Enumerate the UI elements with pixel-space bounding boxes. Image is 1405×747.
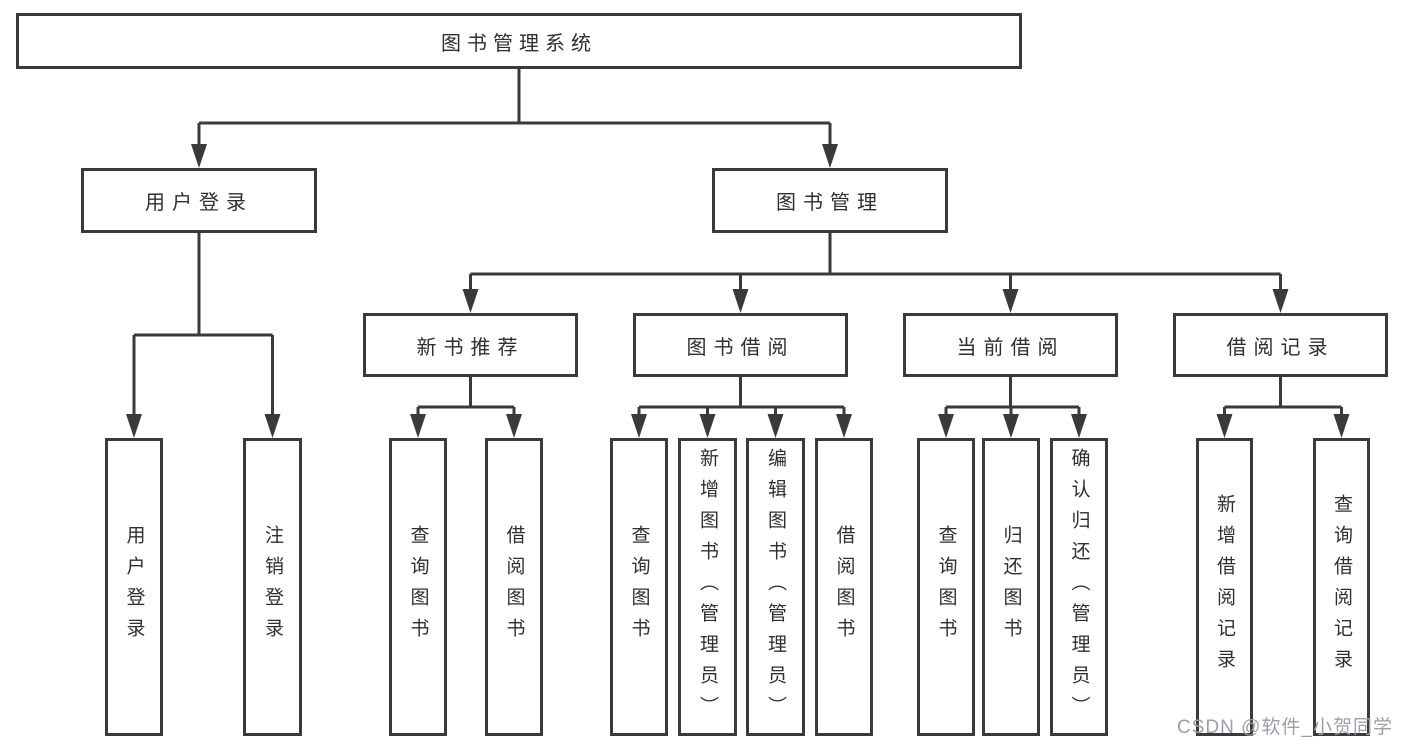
arrowhead-leaf-add-book (699, 414, 716, 438)
arrowhead-leaf-query-books-borrowing (631, 414, 647, 438)
arrowhead-leaf-borrow-books-recommend (506, 414, 522, 438)
connector-book-management (469, 233, 1282, 292)
node-root: 图书管理系统 (16, 13, 1022, 69)
arrowhead-current-borrowing (1002, 289, 1019, 313)
leaf-borrow-books-recommend: 借阅图书 (485, 438, 543, 736)
leaf-edit-book-admin: 编辑图书（管理员） (746, 438, 805, 736)
connector-user-login (132, 233, 274, 417)
leaf-user-login: 用户登录 (105, 438, 163, 736)
leaf-query-books-borrowing: 查询图书 (610, 438, 668, 736)
node-book-borrowing: 图书借阅 (633, 313, 848, 377)
connector-book-borrowing (637, 377, 846, 417)
node-user-login: 用户登录 (81, 168, 317, 233)
leaf-confirm-return-admin: 确认归还（管理员） (1050, 438, 1108, 736)
connector-new-book-recommend (416, 377, 516, 417)
connector-root (197, 69, 832, 146)
arrowhead-book-management (822, 144, 838, 168)
arrowhead-leaf-logout (264, 414, 281, 438)
leaf-borrow-books-borrowing: 借阅图书 (815, 438, 873, 736)
arrowhead-book-borrowing (732, 289, 749, 313)
leaf-query-borrow-record: 查询借阅记录 (1313, 438, 1370, 736)
connector-current-borrowing (944, 377, 1081, 417)
arrowhead-leaf-query-books-current (938, 414, 954, 438)
arrowhead-leaf-return-books (1003, 414, 1019, 438)
leaf-return-books: 归还图书 (982, 438, 1040, 736)
arrowhead-leaf-confirm-return (1071, 414, 1087, 438)
leaf-query-books-current: 查询图书 (917, 438, 975, 736)
node-borrowing-records: 借阅记录 (1173, 313, 1388, 377)
arrowhead-leaf-user-login (126, 414, 142, 438)
arrowhead-leaf-borrow-books-borrowing (836, 414, 852, 438)
arrowhead-leaf-add-record (1216, 414, 1233, 438)
node-book-management: 图书管理 (712, 168, 948, 233)
csdn-watermark: CSDN @软件_小贺同学 (1177, 717, 1393, 738)
leaf-query-books-recommend: 查询图书 (389, 438, 447, 736)
arrowhead-borrowing-records (1272, 289, 1289, 313)
arrowhead-new-book-recommend (462, 289, 479, 313)
arrowhead-leaf-query-record (1333, 414, 1350, 438)
arrowhead-leaf-edit-book (767, 414, 784, 438)
leaf-add-borrow-record: 新增借阅记录 (1196, 438, 1253, 736)
node-new-book-recommend: 新书推荐 (363, 313, 578, 377)
leaf-logout: 注销登录 (243, 438, 302, 736)
arrowhead-leaf-query-books-recommend (410, 414, 426, 438)
connector-borrowing-records (1223, 377, 1343, 417)
node-current-borrowing: 当前借阅 (903, 313, 1118, 377)
leaf-add-book-admin: 新增图书（管理员） (678, 438, 737, 736)
arrowhead-user-login (191, 144, 207, 168)
